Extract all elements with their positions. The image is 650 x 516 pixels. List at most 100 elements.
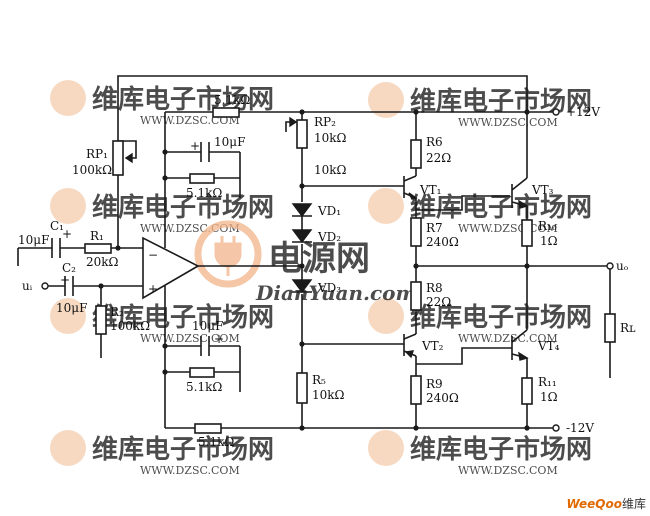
junction-dot	[98, 283, 104, 289]
label-r5-top-value: 10kΩ	[314, 163, 347, 177]
label-r6-designator: R6	[426, 135, 443, 149]
resistor-r7	[410, 217, 422, 247]
watermark-url: WWW.DZSC.COM	[458, 464, 558, 477]
label-rf-bottom-value: 5.1kΩ	[198, 435, 234, 449]
label-rf-lower-value: 5.1kΩ	[186, 380, 222, 394]
label-vt2: VT₂	[421, 339, 444, 353]
label-r8-designator: R8	[426, 281, 443, 295]
junction-dot	[299, 263, 305, 269]
transistor-vt4	[511, 329, 529, 361]
label-vd1: VD₁	[317, 204, 341, 218]
watermark-center-logo: 电源网 DianYuan.com	[194, 220, 417, 305]
label-cf-lower-plus: +	[214, 332, 224, 346]
resistor-r8	[410, 281, 422, 311]
watermark-url: WWW.DZSC.COM	[140, 332, 240, 345]
label-output: uₒ	[616, 259, 629, 273]
potentiometer-rp1	[112, 140, 133, 176]
watermark-brand: 维库电子市场网	[92, 434, 274, 465]
resistor-rf-lower	[189, 367, 215, 378]
watermark-center-url: DianYuan.com	[255, 281, 417, 305]
junction-dot	[413, 425, 419, 431]
watermark-brand: 维库电子市场网	[92, 84, 274, 115]
label-r1-designator: R₁	[90, 229, 104, 243]
label-r8-value: 22Ω	[426, 295, 451, 309]
diode-vd1	[291, 203, 313, 218]
label-r7-designator: R7	[426, 221, 443, 235]
capacitor-cf-lower	[200, 336, 210, 356]
watermark-logo-bottom-left: 维库电子市场网 WWW.DZSC.COM	[50, 430, 274, 477]
wire-vt2-vt4	[416, 347, 512, 365]
label-supply-negative: -12V	[566, 421, 594, 435]
label-r7-value: 240Ω	[426, 235, 459, 249]
label-r10-designator: R₁₀	[538, 219, 557, 233]
watermark-brand: 维库电子市场网	[410, 302, 592, 333]
label-cf-upper-value: 10μF	[214, 135, 245, 149]
junction-dot	[115, 245, 121, 251]
labels: +12V -12V uᵢ uₒ C₁ + 10μF R₁ 20kΩ C₂ + 1…	[18, 93, 636, 449]
label-c2-plus: +	[60, 273, 70, 287]
transistor-vt3	[511, 177, 529, 209]
label-r2-value: 100kΩ	[110, 319, 150, 333]
label-r11-designator: R₁₁	[538, 375, 557, 389]
label-c1-value: 10μF	[18, 233, 49, 247]
label-r6-value: 22Ω	[426, 151, 451, 165]
label-r9-value: 240Ω	[426, 391, 459, 405]
label-vd3: VD₃	[317, 281, 341, 295]
resistor-r5	[296, 372, 308, 404]
resistor-r2	[95, 305, 107, 335]
label-c2-value: 10μF	[56, 301, 87, 315]
junction-dot	[162, 149, 168, 155]
junction-dot	[413, 109, 419, 115]
watermark-brand: 维库电子市场网	[410, 192, 592, 223]
diode-vd3	[291, 279, 313, 294]
label-cf-lower-value: 10μF	[192, 319, 223, 333]
junction-dot	[299, 109, 305, 115]
wiring	[17, 75, 611, 429]
wire-top-rail	[117, 75, 528, 141]
transistor-vt1	[403, 175, 418, 200]
watermark-url: WWW.DZSC.COM	[458, 116, 558, 129]
watermark-logo-bottom-right: 维库电子市场网 WWW.DZSC.COM	[368, 430, 592, 477]
op-amp	[142, 236, 200, 300]
label-cf-upper-plus: +	[190, 139, 200, 153]
resistor-r6	[410, 139, 422, 169]
terminal-input	[41, 282, 49, 290]
label-r5-designator: R₅	[312, 373, 326, 387]
label-vt3: VT₃	[531, 183, 554, 197]
watermark-logo-lower-right: 维库电子市场网 WWW.DZSC.COM	[368, 298, 592, 345]
label-rl-designator: Rʟ	[620, 321, 636, 335]
resistor-rf-top	[212, 107, 240, 118]
junction-dot	[162, 369, 168, 375]
wire-vt1-vt3	[416, 195, 510, 211]
label-vt4: VT₄	[537, 339, 560, 353]
resistor-r9	[410, 375, 422, 405]
watermark-logo-mid-right: 维库电子市场网 WWW.DZSC.COM	[368, 188, 592, 235]
label-vt1: VT₁	[419, 183, 441, 197]
junction-dot	[524, 109, 530, 115]
label-r2-designator: R₂	[110, 305, 124, 319]
junction-dot	[524, 263, 530, 269]
transistor-vt2	[403, 333, 417, 359]
terminal-positive-supply	[552, 108, 560, 116]
label-vd2: VD₂	[317, 230, 341, 244]
resistor-r1	[84, 243, 112, 254]
corner-brand-text: 维库	[621, 497, 646, 511]
label-rf-upper-value: 5.1kΩ	[186, 186, 222, 200]
label-opamp-plus: +	[148, 282, 158, 296]
watermark-brand: 维库电子市场网	[410, 434, 592, 465]
watermark-url: WWW.DZSC.COM	[140, 464, 240, 477]
watermark-center-brand: 电源网	[268, 239, 370, 279]
junction-dot	[299, 183, 305, 189]
capacitor-c1	[51, 238, 61, 258]
label-r1-value: 20kΩ	[86, 255, 119, 269]
terminal-negative-supply	[552, 424, 560, 432]
label-r11-value: 1Ω	[540, 390, 558, 404]
label-rp2-value: 10kΩ	[314, 131, 347, 145]
watermark-brand: 维库电子市场网	[92, 302, 274, 333]
label-opamp-minus: −	[148, 248, 158, 262]
diode-vd2	[291, 229, 313, 244]
junction-dot	[299, 425, 305, 431]
corner-brand-logo: WeeQoo	[566, 497, 622, 511]
label-r10-value: 1Ω	[540, 234, 558, 248]
